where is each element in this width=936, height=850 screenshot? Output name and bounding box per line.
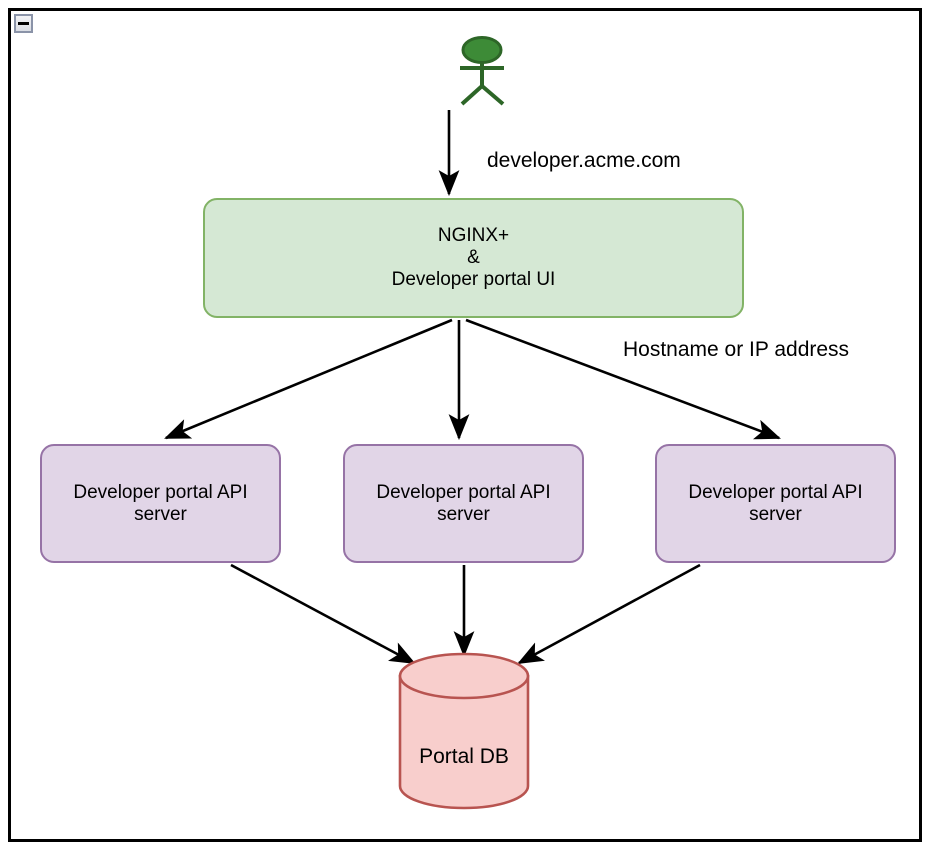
- node-developer-portal-api-server-1[interactable]: Developer portal API server: [40, 444, 281, 563]
- node-nginx-developer-portal-ui[interactable]: NGINX+ & Developer portal UI: [203, 198, 744, 318]
- node-developer-portal-api-server-2[interactable]: Developer portal API server: [343, 444, 584, 563]
- node-user-actor[interactable]: [450, 34, 516, 106]
- node-developer-portal-api-server-3[interactable]: Developer portal API server: [655, 444, 896, 563]
- node-nginx-label: NGINX+ & Developer portal UI: [391, 225, 556, 290]
- minus-glyph: [18, 22, 29, 25]
- collapse-minus-icon[interactable]: [14, 14, 33, 33]
- node-api-1-label: Developer portal API server: [73, 481, 248, 525]
- node-api-3-label: Developer portal API server: [688, 481, 863, 525]
- node-portal-db[interactable]: [398, 654, 530, 810]
- node-api-2-label: Developer portal API server: [376, 481, 551, 525]
